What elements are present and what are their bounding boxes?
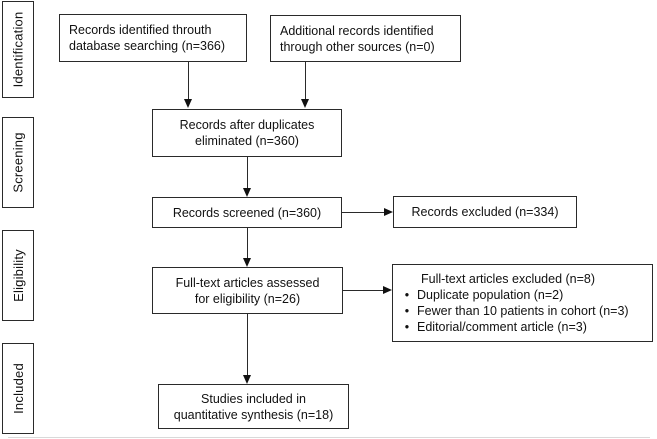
stage-identification: Identification [2, 1, 34, 98]
arrow-duplicates-to-screened-line [246, 157, 248, 188]
figure-bottom-rule [8, 437, 650, 438]
fulltext-excluded-heading: Full-text articles excluded (n=8) [421, 272, 596, 286]
box-after-duplicates-line1: Records after duplicates [179, 118, 315, 132]
arrow-additional-to-duplicates-line [304, 62, 306, 100]
box-additional-records: Additional records identified through ot… [270, 15, 461, 62]
box-fulltext-assessed-line1: Full-text articles assessed [175, 275, 320, 290]
box-after-duplicates: Records after duplicates eliminated (n=3… [152, 109, 342, 157]
box-records-excluded-label: Records excluded (n=334) [411, 205, 559, 219]
stage-included: Included [2, 343, 34, 434]
fulltext-excluded-item-text: Duplicate population (n=2) [417, 288, 564, 302]
box-included-studies-line2: quantitative synthesis (n=18) [173, 407, 334, 422]
bullet-icon [397, 319, 417, 335]
box-records-screened-label: Records screened (n=360) [172, 205, 322, 220]
box-records-identified-line1: Records identified throuth [69, 23, 212, 37]
stage-identification-label: Identification [10, 11, 26, 88]
box-included-studies: Studies included in quantitative synthes… [158, 384, 349, 429]
fulltext-excluded-item-text: Editorial/comment article (n=3) [417, 320, 587, 334]
fulltext-excluded-item: Fewer than 10 patients in cohort (n=3) [397, 303, 650, 319]
arrow-screened-to-fulltext-line [246, 228, 248, 258]
box-records-identified: Records identified throuth database sear… [59, 14, 247, 62]
fulltext-excluded-item: Duplicate population (n=2) [397, 287, 650, 303]
box-additional-records-line2: through other sources (n=0) [280, 39, 435, 54]
box-records-screened: Records screened (n=360) [152, 197, 342, 228]
bullet-icon [397, 303, 417, 319]
arrow-down-icon [242, 258, 251, 267]
box-fulltext-assessed: Full-text articles assessed for eligibil… [152, 267, 343, 314]
stage-included-label: Included [10, 363, 26, 414]
box-records-excluded: Records excluded (n=334) [393, 196, 577, 228]
stage-eligibility-label: Eligibility [10, 249, 26, 302]
box-fulltext-excluded: Full-text articles excluded (n=8) Duplic… [392, 264, 653, 342]
box-included-studies-line1: Studies included in [201, 391, 306, 406]
arrow-right-icon [383, 285, 392, 294]
stage-screening-label: Screening [10, 132, 26, 193]
box-after-duplicates-line2: eliminated (n=360) [195, 134, 299, 148]
arrow-down-icon [242, 375, 251, 384]
arrow-down-icon [300, 99, 309, 108]
fulltext-excluded-item: Editorial/comment article (n=3) [397, 319, 650, 335]
arrow-screened-to-excluded-line [342, 211, 384, 213]
arrow-identified-to-duplicates-line [187, 62, 189, 100]
stage-eligibility: Eligibility [2, 230, 34, 321]
arrow-down-icon [242, 188, 251, 197]
arrow-right-icon [384, 207, 393, 216]
box-fulltext-assessed-line2: for eligibility (n=26) [194, 291, 301, 306]
fulltext-excluded-item-text: Fewer than 10 patients in cohort (n=3) [417, 304, 629, 318]
box-additional-records-line1: Additional records identified [280, 23, 434, 38]
stage-screening: Screening [2, 117, 34, 208]
box-records-identified-line2: database searching (n=366) [69, 39, 226, 53]
arrow-fulltext-to-excluded-line [343, 289, 383, 291]
arrow-down-icon [183, 99, 192, 108]
bullet-icon [397, 287, 417, 303]
arrow-fulltext-to-included-line [246, 314, 248, 375]
